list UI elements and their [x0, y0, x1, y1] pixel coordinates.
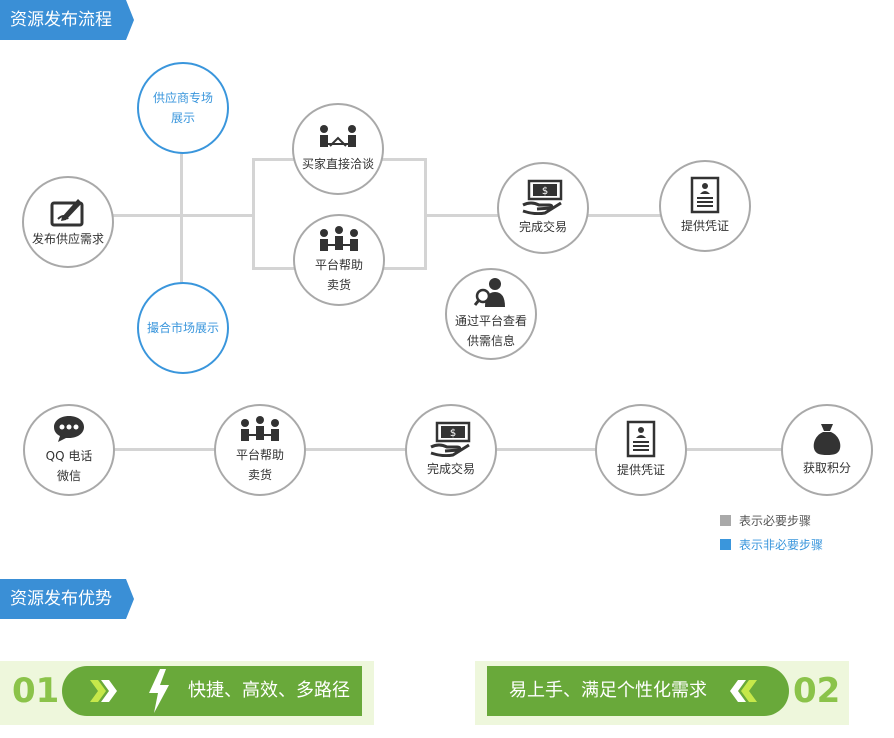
- connector: [382, 158, 426, 161]
- legend-swatch-blue: [720, 539, 731, 550]
- node-voucher: 提供凭证: [659, 160, 751, 252]
- team-icon: [320, 226, 358, 251]
- node-match-show: 撮合市场展示: [137, 282, 229, 374]
- lightning-icon: [149, 669, 169, 713]
- certificate-icon: [690, 176, 720, 214]
- connector: [252, 158, 296, 161]
- svg-text:$: $: [542, 186, 548, 197]
- connector: [252, 267, 296, 270]
- node-contact: QQ 电话 微信: [23, 404, 115, 496]
- team-icon: [241, 416, 279, 441]
- double-chevron-right-icon: [90, 680, 117, 702]
- legend-swatch-gray: [720, 515, 731, 526]
- legend-optional: 表示非必要步骤: [720, 536, 823, 553]
- double-chevron-left-icon: [730, 680, 757, 702]
- person-search-icon: [473, 278, 505, 307]
- money-bag-icon: [813, 424, 841, 455]
- edit-icon: [50, 199, 84, 227]
- node-buyer-talk: 买家直接洽谈: [292, 103, 384, 195]
- money-hand-icon: $: [522, 179, 563, 215]
- connector: [424, 214, 500, 217]
- legend-required: 表示必要步骤: [720, 512, 811, 529]
- connector: [586, 214, 662, 217]
- node-points: 获取积分: [781, 404, 873, 496]
- certificate-icon: [626, 420, 656, 458]
- node-supplier-show: 供应商专场 展示: [137, 62, 229, 154]
- connector: [252, 158, 255, 270]
- connector: [382, 267, 426, 270]
- connector: [180, 150, 183, 286]
- process-section-title: 资源发布流程: [0, 0, 134, 40]
- node-platform-sell: 平台帮助 卖货: [293, 214, 385, 306]
- node-query: 通过平台查看 供需信息: [445, 268, 537, 360]
- node-voucher-2: 提供凭证: [595, 404, 687, 496]
- advantage-bar-2: 易上手、满足个性化需求: [487, 666, 789, 716]
- meeting-icon: [320, 125, 356, 147]
- advantage-bar-1: 快捷、高效、多路径: [62, 666, 362, 716]
- node-deal-2: $ 完成交易: [405, 404, 497, 496]
- svg-text:$: $: [450, 428, 456, 439]
- money-hand-icon: $: [430, 421, 471, 457]
- chat-icon: [54, 416, 84, 442]
- advantage-section-title: 资源发布优势: [0, 579, 134, 619]
- node-deal: $ 完成交易: [497, 162, 589, 254]
- node-platform-sell-2: 平台帮助 卖货: [214, 404, 306, 496]
- advantage-number-1: 01: [12, 671, 60, 711]
- node-publish: 发布供应需求: [22, 176, 114, 268]
- advantage-number-2: 02: [793, 671, 841, 711]
